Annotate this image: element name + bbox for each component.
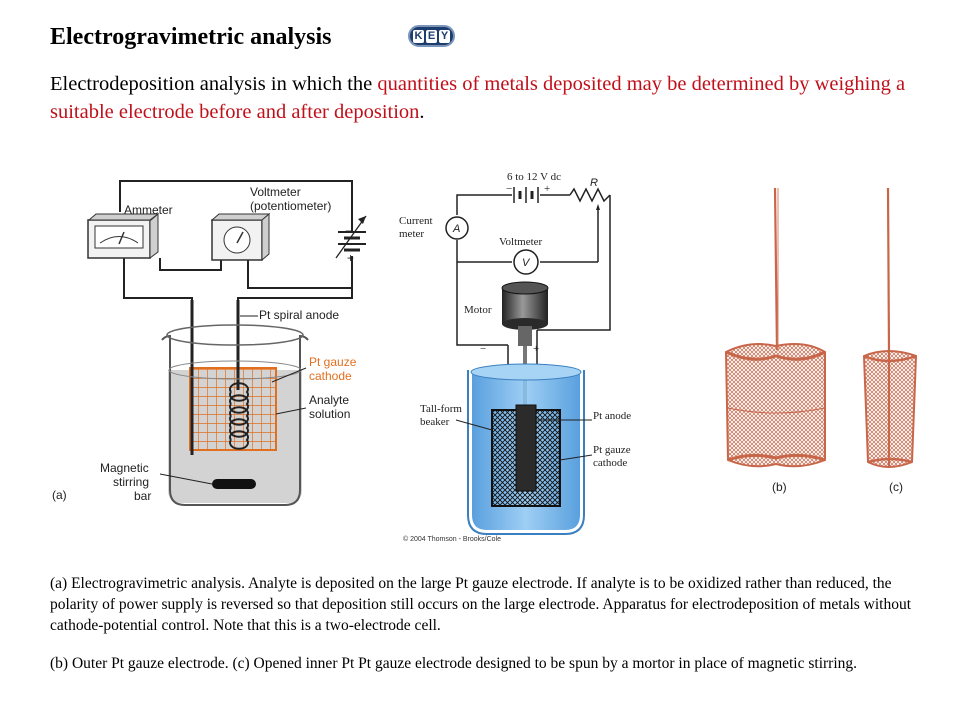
caption-a: (a) Electrogravimetric analysis. Analyte… [50, 575, 912, 634]
key-badge-icon[interactable]: K E Y [408, 25, 455, 47]
page-title: Electrogravimetric analysis [50, 24, 332, 50]
cathode-label: Pt gauze [309, 355, 357, 369]
pt-anode-label: Pt anode [593, 410, 631, 422]
intro-text: Electrodeposition analysis in which the [50, 73, 378, 95]
supply-plus: + [544, 183, 550, 195]
key-letter: Y [439, 29, 450, 43]
resistor-label: R [590, 177, 598, 189]
voltmeter-icon [210, 212, 271, 262]
panel-a-label: (a) [52, 488, 67, 502]
motor-label: Motor [464, 304, 492, 316]
key-letter: K [413, 29, 424, 43]
intro-highlight: quantities of metals deposited may be de… [50, 73, 906, 123]
motor-minus: − [480, 343, 486, 355]
current-meter-label: Current [399, 215, 433, 227]
figure-b-circuit [456, 194, 611, 370]
beaker-label-2: beaker [420, 416, 450, 428]
supply-label: 6 to 12 V dc [507, 171, 561, 183]
voltmeter-circle-icon: V [513, 249, 539, 275]
copyright-text: © 2004 Thomson - Brooks/Cole [403, 535, 501, 543]
cathode-label-2: cathode [309, 369, 352, 383]
ammeter-icon [87, 213, 160, 259]
current-meter-label-2: meter [399, 228, 424, 240]
pt-cathode-label-2: cathode [593, 457, 627, 469]
outer-gauze-electrode [724, 187, 826, 468]
beaker-label: Tall-form [420, 403, 462, 415]
intro-end: . [419, 101, 425, 123]
voltmeter-symbol: V [522, 257, 531, 269]
analyte-label: Analyte [309, 393, 349, 407]
caption-bc: (b) Outer Pt gauze electrode. (c) Opened… [50, 655, 858, 672]
key-letter: E [426, 29, 437, 43]
battery-icon [335, 215, 367, 259]
dc-supply-icon [513, 187, 539, 203]
figure-b-beaker [455, 363, 593, 535]
voltmeter-label-2: (potentiometer) [250, 199, 331, 213]
battery-plus: + [347, 251, 354, 265]
supply-minus: − [506, 183, 512, 195]
motor-plus: + [533, 343, 539, 355]
anode-label: Pt spiral anode [259, 308, 339, 322]
stir-label: Magnetic [100, 461, 149, 475]
battery-minus: − [345, 224, 352, 238]
stir-label-3: bar [134, 489, 151, 503]
analyte-label-2: solution [309, 407, 350, 421]
panel-b-label: (b) [772, 480, 787, 494]
resistor-icon [569, 187, 611, 203]
motor-icon [501, 281, 549, 406]
ammeter-symbol: A [452, 223, 460, 235]
figure-a-beaker [159, 300, 309, 506]
inner-gauze-electrode [862, 187, 918, 468]
panel-c-label: (c) [889, 480, 903, 494]
pt-cathode-label: Pt gauze [593, 444, 631, 456]
intro-paragraph: Electrodeposition analysis in which the … [50, 70, 930, 126]
voltmeter-label: Voltmeter [250, 185, 301, 199]
ammeter-circle-icon: A [445, 216, 469, 240]
ammeter-label: Ammeter [124, 203, 173, 217]
voltmeter-b-label: Voltmeter [499, 236, 543, 248]
stir-label-2: stirring [113, 475, 149, 489]
